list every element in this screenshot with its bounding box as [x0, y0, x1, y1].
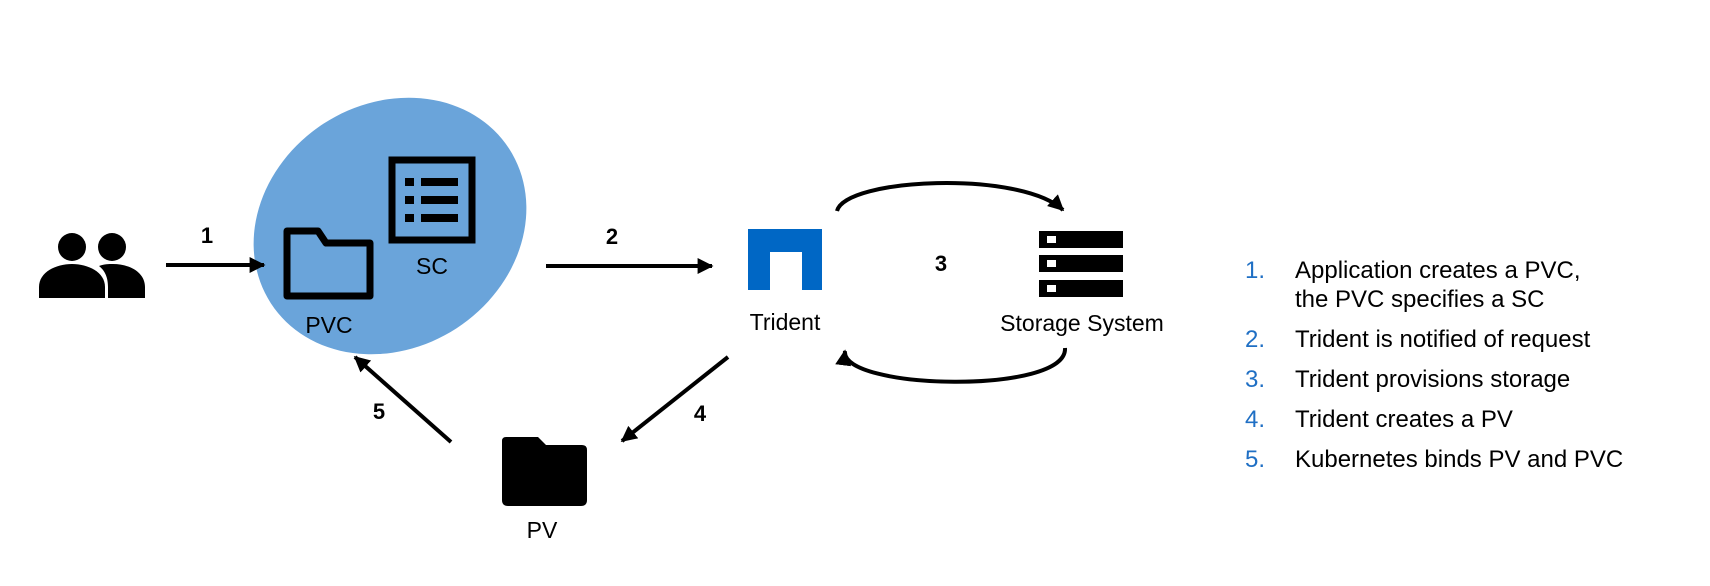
- storage-label: Storage System: [1000, 310, 1164, 336]
- folder-filled-icon: [502, 437, 587, 506]
- step-3-number: 3: [935, 251, 947, 276]
- legend-line: Trident provisions storage: [1295, 366, 1571, 393]
- legend-text: Trident creates a PV: [1295, 405, 1513, 434]
- legend-number: 1.: [1245, 257, 1266, 284]
- legend-item: 4. Trident creates a PV: [1245, 405, 1623, 434]
- legend-line: Trident creates a PV: [1295, 406, 1513, 433]
- trident-label: Trident: [750, 309, 821, 335]
- folder-outline-icon: [283, 227, 374, 300]
- steps-legend: 1. Application creates a PVC, the PVC sp…: [1245, 256, 1623, 485]
- legend-item: 2. Trident is notified of request: [1245, 325, 1623, 354]
- server-rack-icon: [1039, 231, 1123, 297]
- legend-text: Kubernetes binds PV and PVC: [1295, 445, 1623, 474]
- pvc-label: PVC: [305, 312, 352, 338]
- step-4-number: 4: [694, 401, 707, 426]
- legend-text: Trident provisions storage: [1295, 365, 1570, 394]
- legend-number: 4.: [1245, 406, 1266, 433]
- arrow-5: [353, 355, 453, 444]
- step-5-number: 5: [373, 399, 385, 424]
- sc-label: SC: [416, 253, 448, 279]
- arrow-3-request: [835, 181, 1065, 212]
- netapp-logo-icon: [748, 229, 822, 290]
- step-1-number: 1: [201, 223, 213, 248]
- legend-line: Kubernetes binds PV and PVC: [1295, 446, 1624, 473]
- legend-item: 5. Kubernetes binds PV and PVC: [1245, 445, 1623, 474]
- users-icon: [39, 233, 145, 298]
- legend-item: 3. Trident provisions storage: [1245, 365, 1623, 394]
- legend-item: 1. Application creates a PVC, the PVC sp…: [1245, 256, 1623, 314]
- legend-line: Trident is notified of request: [1295, 326, 1591, 353]
- legend-line: Application creates a PVC,: [1295, 257, 1581, 284]
- pv-label: PV: [527, 517, 558, 543]
- step-2-number: 2: [606, 224, 618, 249]
- legend-number: 3.: [1245, 366, 1266, 393]
- list-icon: [388, 156, 476, 244]
- legend-line: the PVC specifies a SC: [1295, 286, 1545, 313]
- legend-text: Application creates a PVC, the PVC speci…: [1295, 256, 1580, 314]
- arrow-4: [620, 355, 730, 443]
- legend-number: 5.: [1245, 446, 1266, 473]
- legend-number: 2.: [1245, 326, 1266, 353]
- arrow-3-response: [835, 347, 1068, 384]
- legend-text: Trident is notified of request: [1295, 325, 1590, 354]
